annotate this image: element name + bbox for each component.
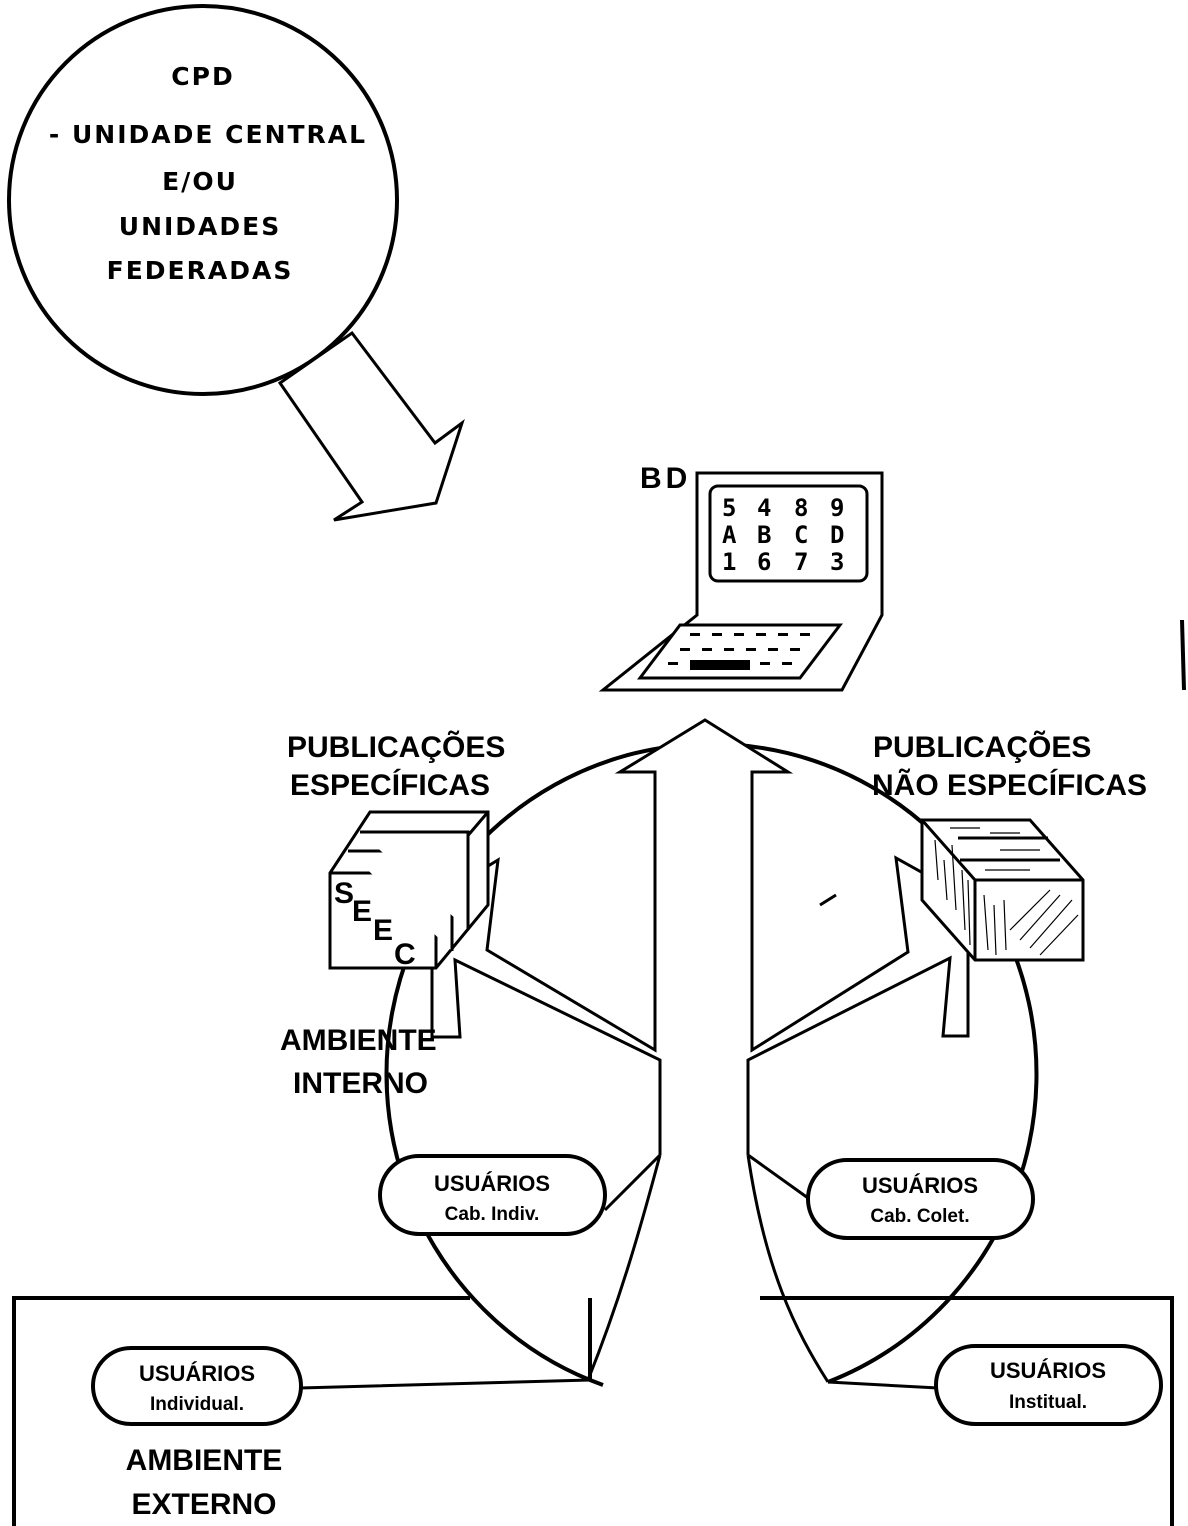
- connector-right: [746, 1153, 939, 1390]
- box-letter-e1: E: [352, 895, 372, 928]
- screen-cell: 9: [830, 494, 844, 522]
- screen-cell: 8: [794, 494, 808, 522]
- cpd-line-eou: E/OU: [162, 167, 238, 196]
- ambiente-externo-line1: AMBIENTE: [126, 1444, 283, 1477]
- screen-cell: 5: [722, 494, 736, 522]
- central-arrow: [430, 718, 970, 1155]
- box-letter-s: S: [334, 877, 354, 910]
- ambiente-interno-line2: INTERNO: [293, 1067, 428, 1100]
- pub-esp-line2: ESPECÍFICAS: [290, 768, 490, 802]
- box-texture: [934, 827, 1079, 956]
- screen-cell: C: [794, 521, 808, 549]
- pill-title: USUÁRIOS: [862, 1173, 978, 1198]
- external-environment-frame: [12, 1296, 1174, 1526]
- pub-nao-esp-line2: NÃO ESPECÍFICAS: [872, 768, 1147, 802]
- pill-subtitle: Individual.: [150, 1394, 244, 1415]
- cpd-arrow: [277, 330, 465, 522]
- usuarios-cab-indiv: USUÁRIOS Cab. Indiv.: [378, 1154, 607, 1236]
- screen-cell: B: [757, 521, 771, 549]
- usuarios-individual: USUÁRIOS Individual.: [91, 1346, 303, 1426]
- cpd-line-federadas: FEDERADAS: [107, 256, 294, 285]
- pub-esp-line1: PUBLICAÇÕES: [287, 730, 505, 764]
- scan-mark: [819, 893, 837, 907]
- connector-left: [299, 1153, 662, 1390]
- bd-label: BD: [640, 462, 691, 495]
- cpd-title: CPD: [171, 62, 234, 91]
- screen-cell: 7: [794, 548, 808, 576]
- pill-title: USUÁRIOS: [434, 1171, 550, 1196]
- screen-cell: A: [722, 521, 737, 549]
- bd-terminal: [598, 471, 884, 692]
- pill-subtitle: Institual.: [1009, 1392, 1087, 1413]
- box-letter-c: C: [394, 938, 416, 971]
- screen-cell: 4: [757, 494, 771, 522]
- pill-title: USUÁRIOS: [139, 1361, 255, 1386]
- screen-cell: D: [830, 521, 844, 549]
- pill-subtitle: Cab. Indiv.: [445, 1204, 540, 1225]
- keyboard-keys: [668, 633, 810, 670]
- cpd-line-unidade-central: - UNIDADE CENTRAL: [49, 120, 367, 149]
- pub-nao-esp-line1: PUBLICAÇÕES: [873, 730, 1091, 764]
- bd-screen-grid: 5 4 8 9 A B C D 1 6 7 3: [722, 494, 844, 576]
- pill-subtitle: Cab. Colet.: [870, 1206, 969, 1227]
- scan-mark: [1180, 619, 1186, 691]
- screen-cell: 1: [722, 548, 736, 576]
- cpd-circle: [7, 4, 399, 396]
- screen-cell: 3: [830, 548, 844, 576]
- cpd-line-unidades: UNIDADES: [119, 212, 281, 241]
- usuarios-institual: USUÁRIOS Institual.: [934, 1344, 1163, 1426]
- usuarios-cab-colet: USUÁRIOS Cab. Colet.: [806, 1158, 1035, 1240]
- ambiente-interno-line1: AMBIENTE: [280, 1024, 437, 1057]
- pill-title: USUÁRIOS: [990, 1358, 1106, 1383]
- screen-cell: 6: [757, 548, 771, 576]
- box-letter-e2: E: [373, 914, 393, 947]
- ambiente-externo-line2: EXTERNO: [131, 1488, 276, 1521]
- specific-publications-box: [328, 810, 490, 970]
